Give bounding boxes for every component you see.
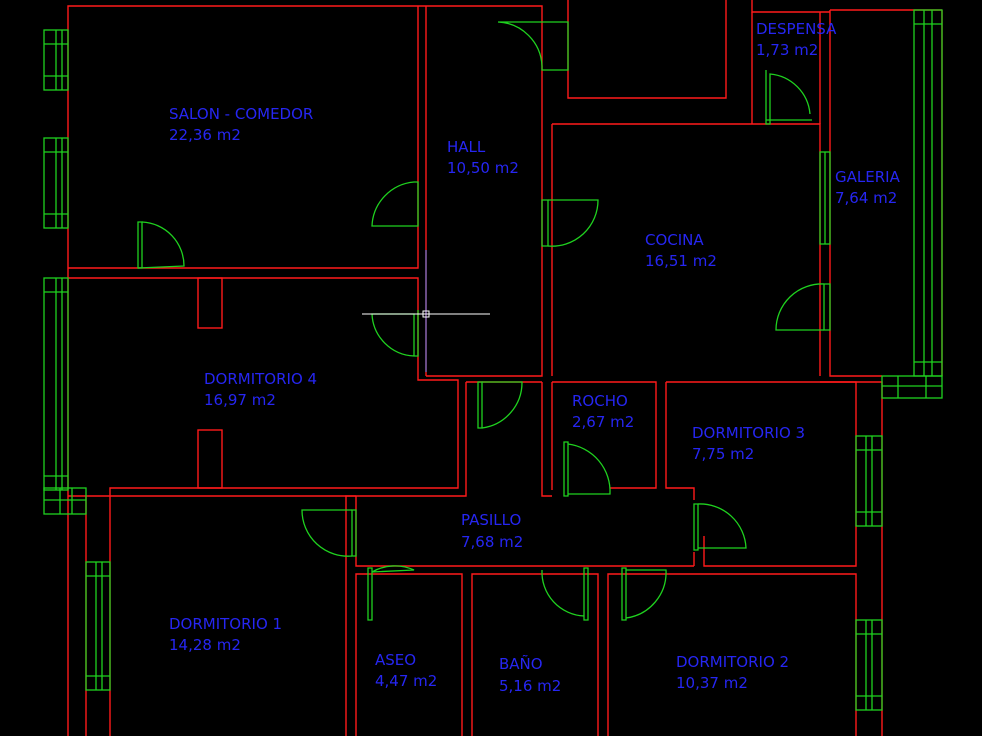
window-dormitorio-4 [43, 277, 69, 491]
door-despensa [765, 70, 812, 125]
window-dormitorio-3 [855, 435, 883, 527]
room-name-bano: BAÑO [499, 654, 543, 673]
room-area-dormitorio-2: 10,37 m2 [676, 674, 748, 692]
window-salon-top [43, 29, 69, 91]
room-area-pasillo: 7,68 m2 [461, 533, 523, 551]
window-corner-se [881, 375, 943, 399]
room-name-rocho: ROCHO [572, 392, 628, 410]
windows [43, 9, 943, 711]
door-aseo [367, 565, 415, 621]
window-dormitorio-1 [85, 561, 111, 691]
room-area-aseo: 4,47 m2 [375, 672, 437, 690]
room-area-galeria: 7,64 m2 [835, 189, 897, 207]
door-cocina-galeria [775, 283, 831, 331]
room-area-dormitorio-4: 16,97 m2 [204, 391, 276, 409]
window-dormitorio-2 [855, 619, 883, 711]
door-rocho [563, 441, 611, 497]
door-dormitorio-1 [301, 509, 357, 557]
room-name-hall: HALL [447, 138, 486, 156]
room-name-dormitorio-1: DORMITORIO 1 [169, 615, 282, 633]
room-area-rocho: 2,67 m2 [572, 413, 634, 431]
door-cocina [541, 199, 599, 247]
doors [137, 21, 831, 621]
room-area-dormitorio-3: 7,75 m2 [692, 445, 754, 463]
room-area-salon-comedor: 22,36 m2 [169, 126, 241, 144]
room-name-galeria: GALERIA [835, 168, 901, 186]
room-area-bano: 5,16 m2 [499, 677, 561, 695]
window-salon-bottom [43, 137, 69, 229]
door-dormitorio-3 [693, 503, 747, 551]
window-corner-sw [43, 487, 87, 515]
door-dormitorio-2 [621, 567, 667, 621]
room-name-dormitorio-2: DORMITORIO 2 [676, 653, 789, 671]
cad-crosshair-cursor [362, 250, 490, 372]
room-area-dormitorio-1: 14,28 m2 [169, 636, 241, 654]
door-bano [541, 567, 589, 621]
room-area-despensa: 1,73 m2 [756, 41, 818, 59]
door-salon-left [137, 221, 185, 269]
room-name-pasillo: PASILLO [461, 511, 521, 529]
room-name-cocina: COCINA [645, 231, 704, 249]
room-name-aseo: ASEO [375, 651, 416, 669]
room-area-cocina: 16,51 m2 [645, 252, 717, 270]
window-galeria-inner [819, 151, 831, 245]
door-salon [371, 181, 419, 227]
window-galeria [913, 9, 943, 377]
door-dormitorio-4 [371, 310, 419, 357]
room-labels: SALON - COMEDOR 22,36 m2 HALL 10,50 m2 D… [169, 20, 901, 695]
room-area-hall: 10,50 m2 [447, 159, 519, 177]
room-name-salon-comedor: SALON - COMEDOR [169, 105, 313, 123]
room-name-dormitorio-3: DORMITORIO 3 [692, 424, 805, 442]
door-hall-entrance [497, 21, 569, 71]
room-name-dormitorio-4: DORMITORIO 4 [204, 370, 317, 388]
door-hall-pasillo [477, 381, 523, 429]
room-name-despensa: DESPENSA [756, 20, 837, 38]
